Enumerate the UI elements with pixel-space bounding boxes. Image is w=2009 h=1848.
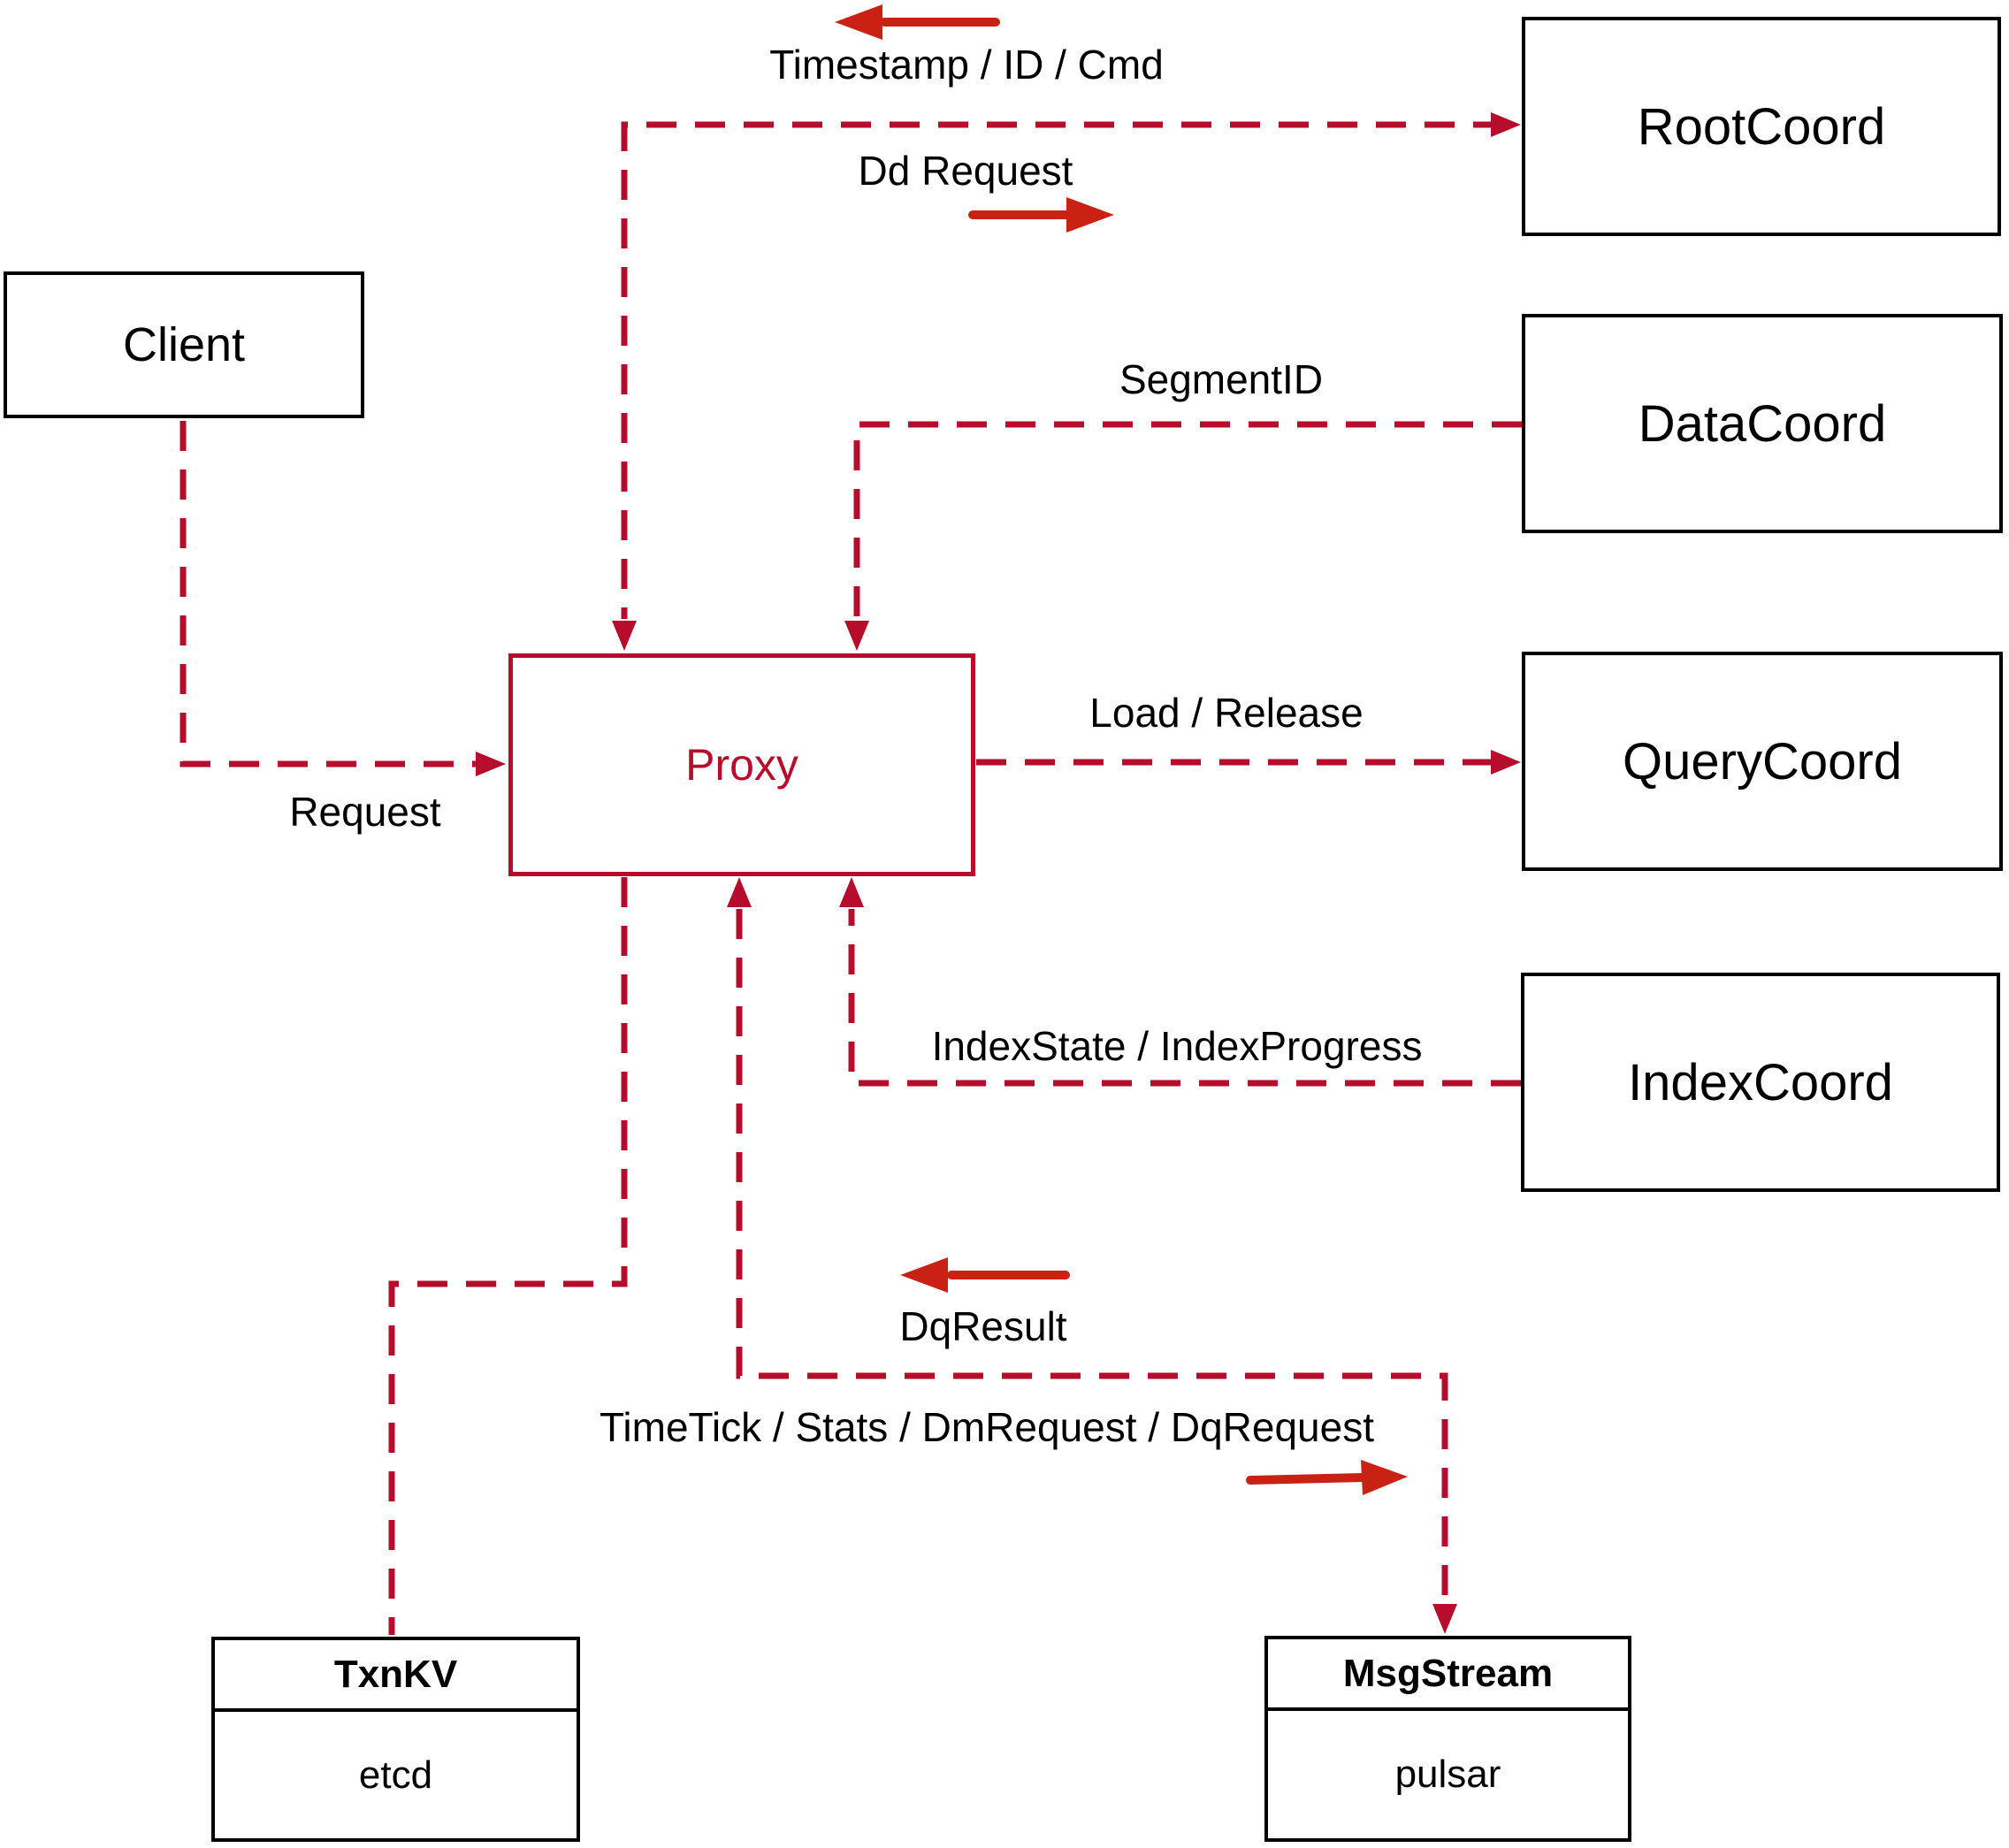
arrowhead-into-proxy-bottom-left (727, 877, 752, 907)
msgstream-subtitle: pulsar (1394, 1753, 1501, 1796)
indexcoord-node: IndexCoord (1521, 973, 2000, 1192)
direction-arrow-dq-request-head (1361, 1460, 1408, 1495)
arrowhead-into-proxy-left (476, 752, 506, 776)
direction-arrow-dd-request-head (1066, 197, 1114, 233)
proxy-label: Proxy (685, 740, 798, 790)
arrowhead-into-proxy-top-right (844, 621, 869, 651)
querycoord-node: QueryCoord (1522, 652, 2003, 871)
client-label: Client (122, 318, 246, 371)
querycoord-label: QueryCoord (1623, 732, 1902, 790)
edge-label-timestamp-id-cmd: Timestamp / ID / Cmd (769, 42, 1164, 88)
edge-label-load-release: Load / Release (1089, 690, 1364, 736)
arrowhead-into-querycoord (1491, 750, 1521, 775)
edge-label-timetick: TimeTick / Stats / DmRequest / DqRequest (600, 1404, 1374, 1450)
indexcoord-label: IndexCoord (1628, 1053, 1893, 1111)
rootcoord-node: RootCoord (1522, 17, 2001, 236)
edge-client-to-proxy (180, 421, 492, 767)
edge-proxy-to-txnkv (388, 877, 628, 1635)
edge-label-segment-id: SegmentID (1119, 356, 1324, 402)
edge-proxy-rootcoord (621, 121, 1503, 619)
arrowhead-into-proxy-bottom-right (839, 877, 864, 907)
txnkv-subtitle: etcd (358, 1753, 433, 1797)
datacoord-label: DataCoord (1638, 394, 1887, 453)
client-node: Client (4, 271, 364, 418)
arrowhead-into-proxy-top-left (612, 621, 637, 651)
txnkv-node: TxnKV etcd (211, 1637, 580, 1842)
edge-indexcoord-to-proxy (848, 909, 1521, 1087)
direction-arrow-dq-result-head (900, 1257, 948, 1293)
msgstream-title: MsgStream (1268, 1639, 1628, 1711)
edge-label-index-state: IndexState / IndexProgress (931, 1023, 1423, 1069)
txnkv-title: TxnKV (215, 1640, 577, 1712)
arrowhead-into-msgstream (1432, 1604, 1457, 1634)
edge-label-dq-result: DqResult (899, 1303, 1067, 1349)
direction-arrow-dq-request-shaft (1246, 1473, 1366, 1485)
edge-datacoord-to-proxy (853, 421, 1522, 619)
edge-label-request: Request (289, 789, 441, 835)
msgstream-node: MsgStream pulsar (1264, 1636, 1631, 1842)
direction-arrow-timestamp-head (835, 4, 882, 40)
arrowhead-into-rootcoord (1491, 112, 1521, 137)
edge-proxy-msgstream (736, 909, 1448, 1602)
edge-label-dd-request: Dd Request (858, 148, 1073, 194)
proxy-node: Proxy (508, 653, 975, 876)
datacoord-node: DataCoord (1522, 314, 2003, 533)
rootcoord-label: RootCoord (1637, 97, 1886, 156)
